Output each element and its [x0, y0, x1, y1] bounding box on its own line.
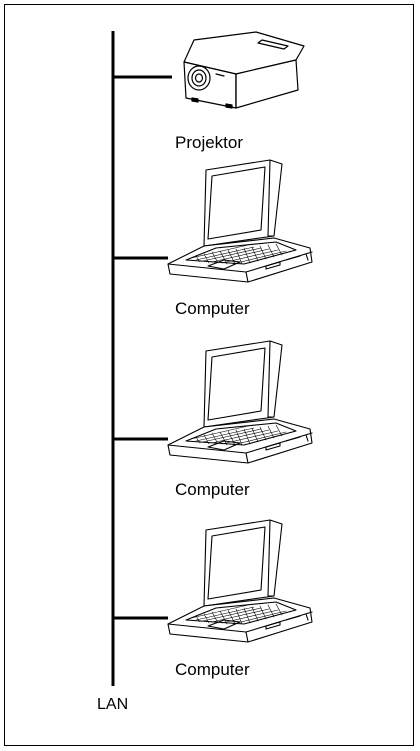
device-label-computer: Computer [175, 480, 250, 499]
device-label-computer: Computer [175, 299, 250, 318]
lan-label: LAN [97, 696, 129, 713]
projector-icon [183, 31, 305, 109]
device-label-projector: Projektor [175, 133, 244, 152]
laptop-icon [167, 340, 313, 464]
device-label-computer: Computer [175, 660, 250, 679]
laptop-icon [167, 159, 313, 283]
laptop-icon [167, 519, 313, 643]
diagram-frame [4, 4, 414, 746]
